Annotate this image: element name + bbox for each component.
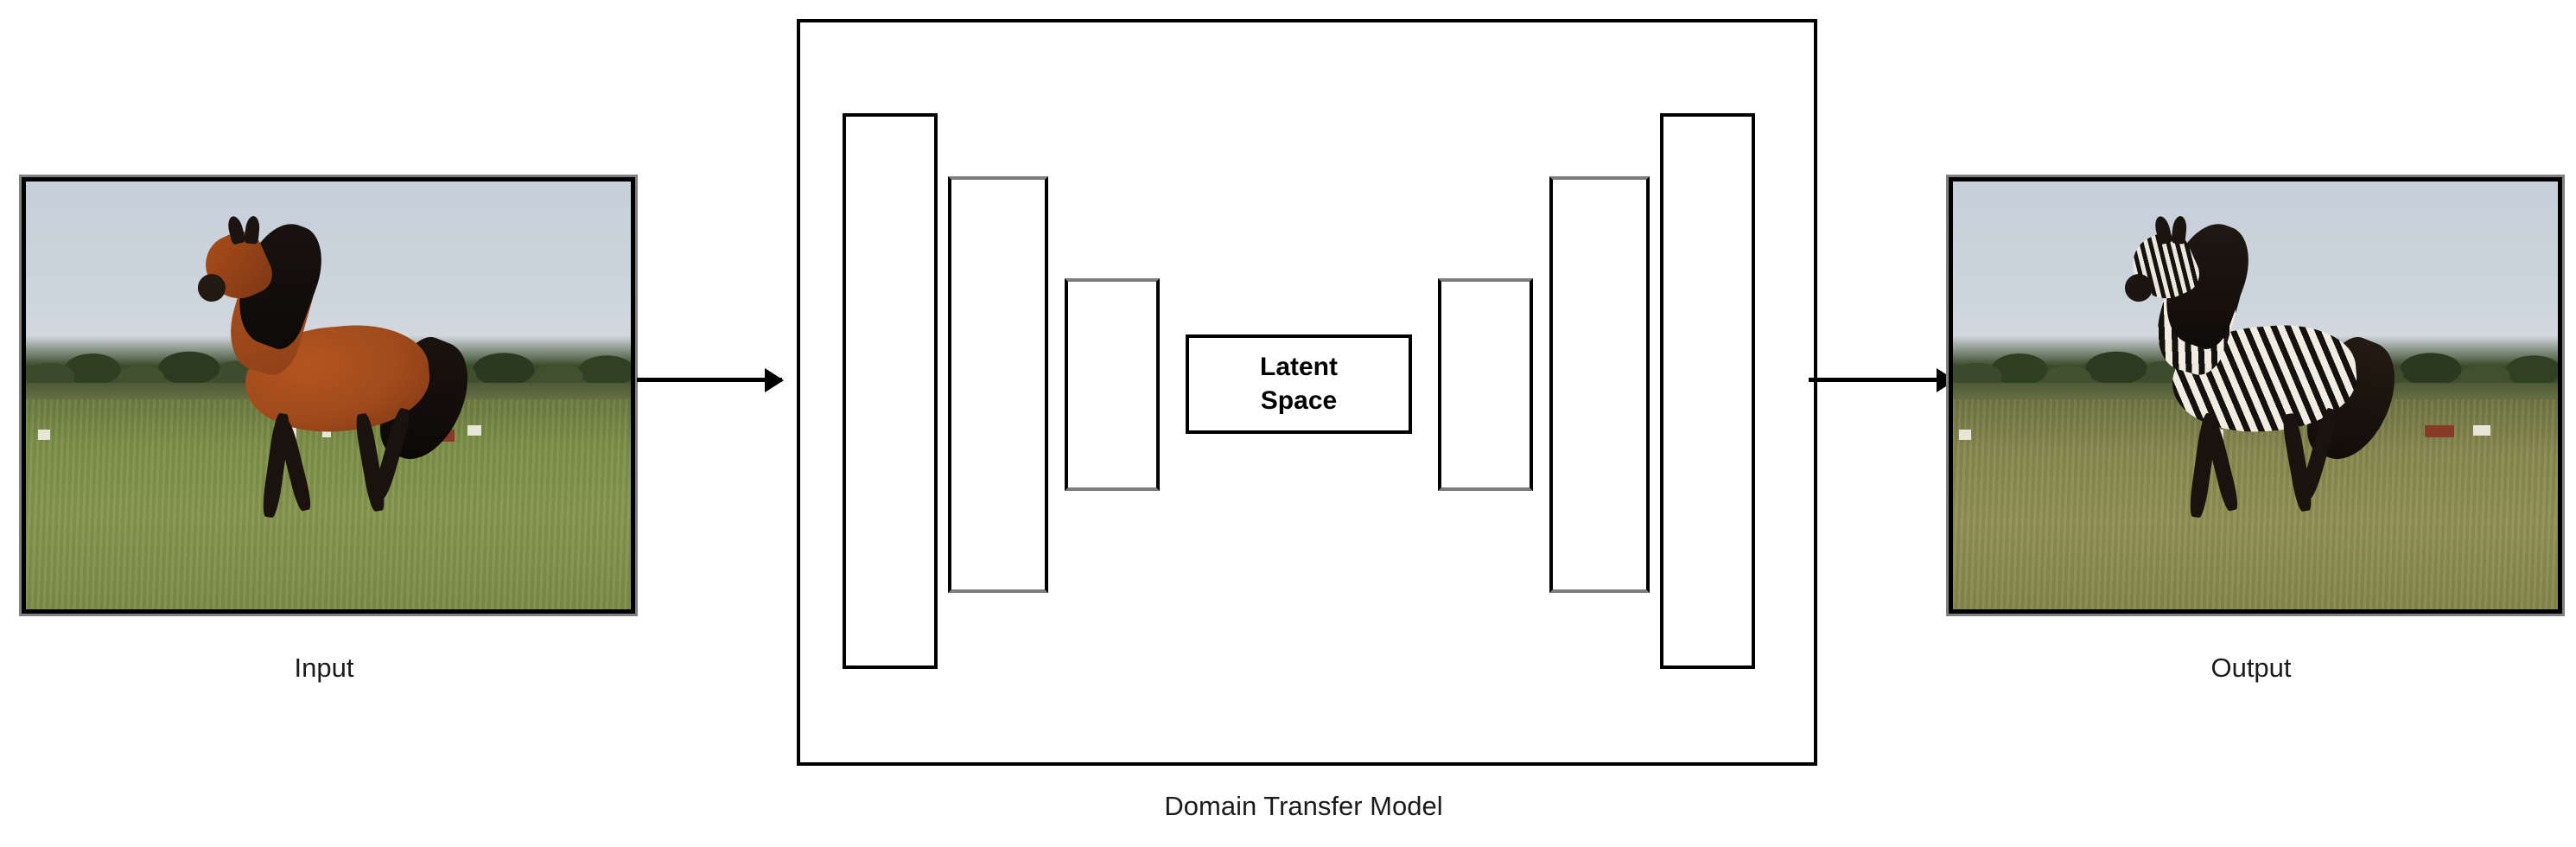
latent-space-line-2: Space (1260, 385, 1338, 415)
model-to-output-arrow (1809, 378, 1954, 382)
input-image (19, 175, 638, 616)
zebra-figure (2120, 213, 2410, 524)
horse-figure (193, 213, 483, 524)
encoder-layer-1 (843, 113, 938, 669)
output-image (1946, 175, 2565, 616)
output-caption: Output (2210, 653, 2292, 683)
model-caption: Domain Transfer Model (1164, 791, 1443, 821)
latent-space-line-1: Latent (1260, 353, 1338, 382)
encoder-layer-3 (1065, 278, 1160, 491)
decoder-layer-1 (1438, 278, 1533, 491)
decoder-layer-3 (1660, 113, 1755, 669)
output-image-content (1953, 182, 2558, 609)
encoder-layer-2 (948, 176, 1048, 593)
input-to-model-arrow (637, 378, 782, 382)
latent-space-box: Latent Space (1186, 334, 1412, 434)
input-caption: Input (294, 653, 354, 683)
zebra-ear-right (2171, 214, 2188, 245)
decoder-layer-2 (1549, 176, 1650, 593)
horse-ear-right (244, 214, 261, 245)
domain-transfer-model-box: Latent Space (797, 19, 1817, 766)
grass-region (1953, 399, 2558, 609)
input-image-content (26, 182, 631, 609)
